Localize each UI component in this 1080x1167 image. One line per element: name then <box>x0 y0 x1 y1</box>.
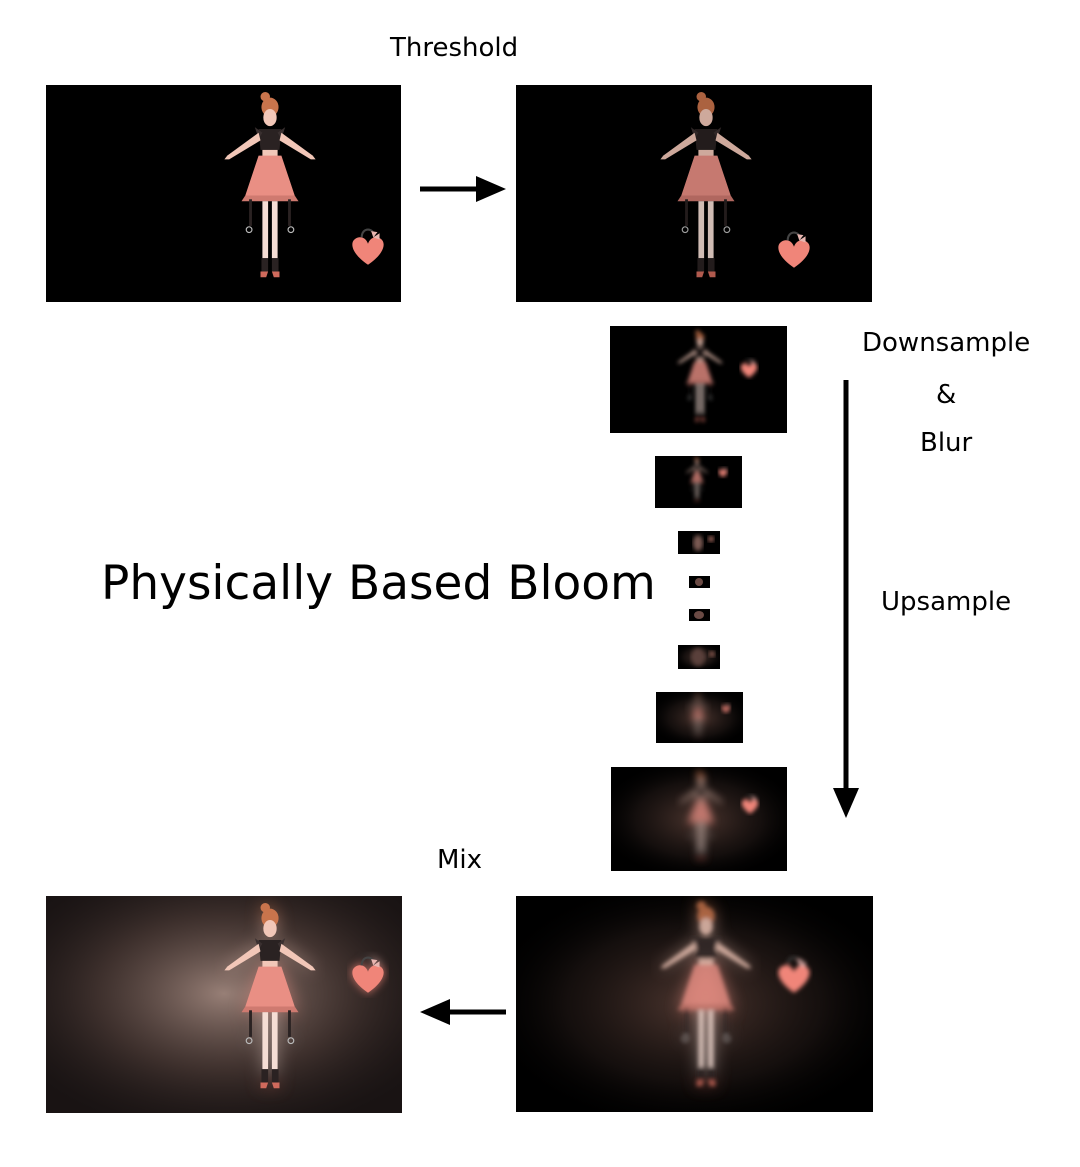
mip-level-6 <box>678 645 720 669</box>
mip-level-4-image <box>695 578 703 586</box>
ampersand-label: & <box>936 380 957 410</box>
original-render-image <box>223 91 385 278</box>
mip-level-5 <box>689 609 710 621</box>
threshold-label: Threshold <box>390 33 519 63</box>
mix-label: Mix <box>437 845 483 875</box>
bloom-frame <box>516 896 873 1112</box>
upsample-label: Upsample <box>881 587 1012 617</box>
diagram-title: Physically Based Bloom <box>101 556 656 611</box>
threshold-arrow-icon <box>420 176 506 202</box>
mip-level-2-image <box>685 456 728 502</box>
original-render-frame <box>46 85 401 302</box>
mip-level-7-image <box>656 692 743 743</box>
blur-label: Blur <box>920 428 973 458</box>
mip-level-8 <box>611 767 787 871</box>
mip-level-7 <box>656 692 743 743</box>
mip-level-1 <box>610 326 787 433</box>
downsample-upsample-arrow-icon <box>833 380 859 818</box>
mip-level-6-image <box>678 645 720 669</box>
mip-level-4 <box>689 576 710 588</box>
final-mix-frame <box>46 896 402 1113</box>
mip-level-3-image <box>693 535 714 551</box>
threshold-frame <box>516 85 872 302</box>
mix-arrow-icon <box>420 999 506 1025</box>
downsample-label: Downsample <box>862 328 1031 358</box>
mip-level-8-image <box>611 767 787 871</box>
mip-level-5-image <box>694 611 704 619</box>
bloom-image <box>516 896 873 1112</box>
mip-level-3 <box>678 531 720 554</box>
mip-level-1-image <box>677 329 758 423</box>
final-mix-image <box>46 896 402 1113</box>
mip-level-2 <box>655 456 742 508</box>
threshold-image <box>659 91 811 278</box>
